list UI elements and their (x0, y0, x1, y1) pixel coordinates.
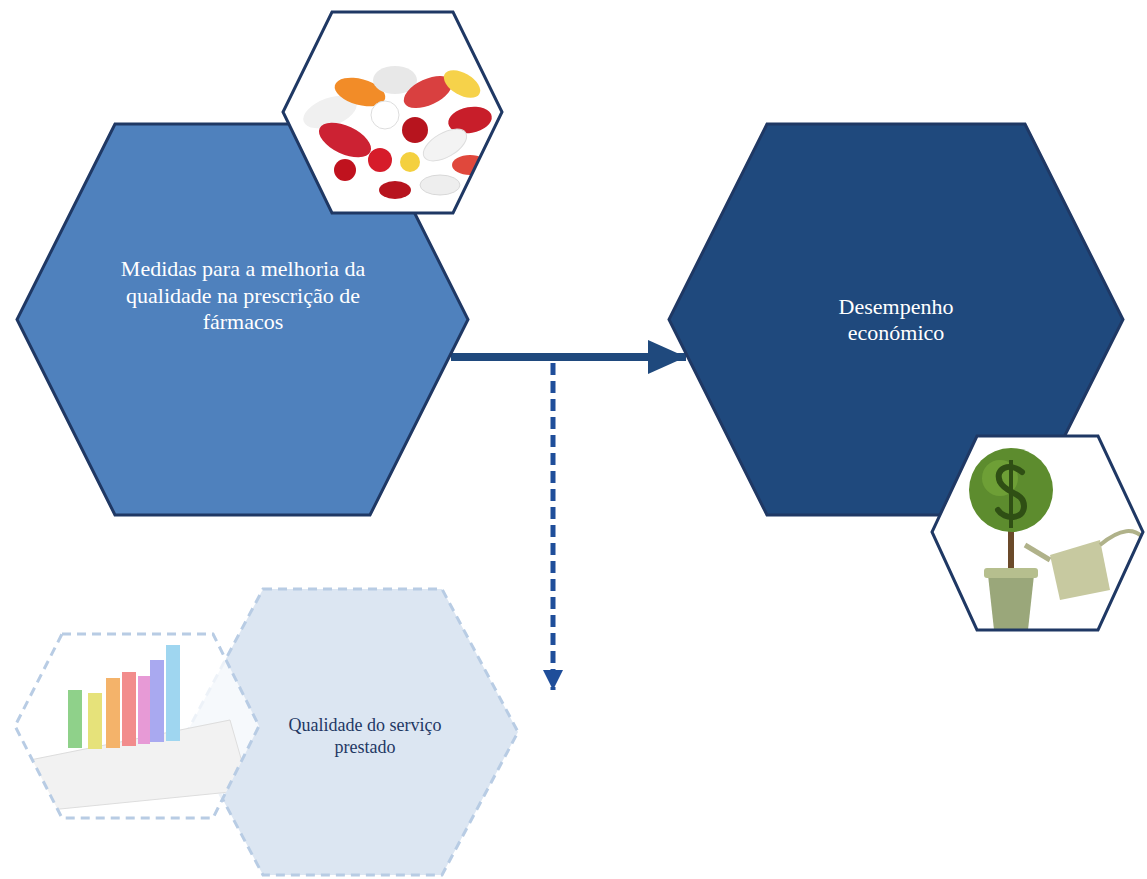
solid-arrow (451, 353, 686, 361)
node-label: Medidas para a melhoria da qualidade na … (113, 256, 373, 335)
node-label: Qualidade do serviço prestado (270, 715, 460, 758)
node-label: Desempenho económico (796, 294, 996, 347)
